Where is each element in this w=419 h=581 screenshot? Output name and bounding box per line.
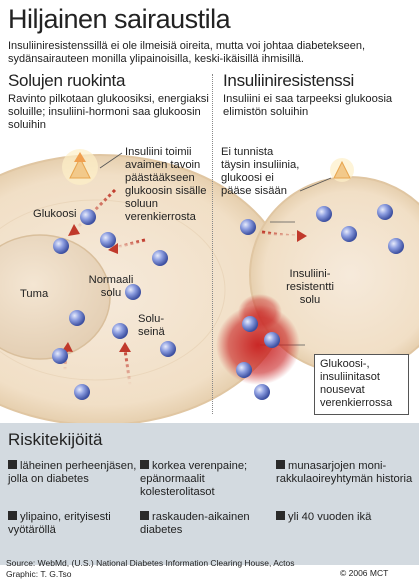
glucose-molecule-icon	[74, 384, 90, 400]
page-title: Hiljainen sairaustila	[8, 4, 231, 34]
column-divider	[212, 74, 213, 414]
glucose-molecule-icon	[388, 238, 404, 254]
nucleus	[0, 234, 111, 360]
intro-text: Insuliiniresistenssillä ei ole ilmeisiä …	[8, 40, 366, 65]
bullet-icon	[8, 460, 17, 469]
glucose-molecule-icon	[341, 226, 357, 242]
glucose-molecules-right	[236, 204, 404, 400]
bullet-icon	[276, 460, 285, 469]
bloodstream-callout-box: Glukoosi-, insuliinitasot nousevat veren…	[314, 354, 409, 415]
bullet-icon	[140, 460, 149, 469]
risk-item: läheinen perheenjäsen, jolla on diabetes	[8, 460, 137, 485]
glucose-molecule-icon	[52, 348, 68, 364]
normal-cell-label: Normaali solu	[88, 274, 134, 299]
risk-item: yli 40 vuoden ikä	[276, 511, 416, 524]
risk-item: korkea verenpaine; epänormaalit kolester…	[140, 460, 248, 498]
bullet-icon	[140, 511, 149, 520]
glucose-molecule-icon	[69, 310, 85, 326]
glucose-molecule-icon	[112, 323, 128, 339]
glucose-molecule-icon	[264, 332, 280, 348]
glucose-molecule-icon	[100, 232, 116, 248]
source-text: Source: WebMd, (U.S.) National Diabetes …	[6, 558, 295, 568]
glucose-molecule-icon	[152, 250, 168, 266]
glucose-molecule-icon	[254, 384, 270, 400]
glucose-molecule-icon	[240, 219, 256, 235]
risk-item: ylipaino, erityisesti vyötäröllä	[8, 511, 111, 536]
glucose-molecule-icon	[125, 284, 141, 300]
callout-line	[299, 177, 332, 192]
nucleus-label: Tuma	[20, 288, 49, 300]
risk-item: munasarjojen moni-rakkulaoireyhtymän his…	[276, 460, 413, 485]
glucose-molecules	[52, 209, 176, 400]
left-description: Ravinto pilkotaan glukoosiksi, energiaks…	[8, 93, 209, 131]
right-description: Insuliini ei saa tarpeeksi glukoosia eli…	[223, 93, 393, 118]
bullet-icon	[8, 511, 17, 520]
copyright: © 2006 MCT	[340, 568, 389, 578]
glucose-molecule-icon	[236, 362, 252, 378]
glucose-molecule-icon	[377, 204, 393, 220]
risk-item: raskauden-aikainen diabetes	[140, 511, 250, 536]
cell-wall-label: Solu-seinä	[138, 313, 165, 338]
graphic-credit: Graphic: T. G.Tso	[6, 569, 72, 579]
source-note: Source: WebMd, (U.S.) National Diabetes …	[6, 558, 336, 580]
callout-line	[99, 152, 123, 169]
blocked-receptor-icon	[330, 158, 354, 182]
glucose-entry-arrow	[108, 238, 146, 254]
left-callout: Insuliini toimii avaimen tavoin päästääk…	[125, 146, 207, 223]
bullet-icon	[276, 511, 285, 520]
glucose-entry-arrow	[119, 342, 132, 386]
resistant-cell-label: Insuliini-resistentti solu	[286, 268, 334, 306]
glucose-molecule-icon	[316, 206, 332, 222]
left-heading: Solujen ruokinta	[8, 71, 126, 90]
insulin-receptor-icon	[62, 149, 98, 185]
glucose-molecule-icon	[80, 209, 96, 225]
glucose-molecule-icon	[53, 238, 69, 254]
risk-factors-panel	[0, 423, 419, 565]
glucose-molecule-icon	[160, 341, 176, 357]
right-callout: Ei tunnista täysin insuliinia, glukoosi …	[221, 146, 300, 197]
glucose-molecule-icon	[242, 316, 258, 332]
risk-heading: Riskitekijöitä	[8, 430, 103, 449]
blocked-glucose-arrow	[261, 230, 307, 242]
normal-cell	[0, 154, 291, 426]
glucose-label: Glukoosi	[33, 208, 77, 220]
right-heading: Insuliiniresistenssi	[223, 71, 354, 90]
bloodstream-icon	[216, 305, 300, 385]
